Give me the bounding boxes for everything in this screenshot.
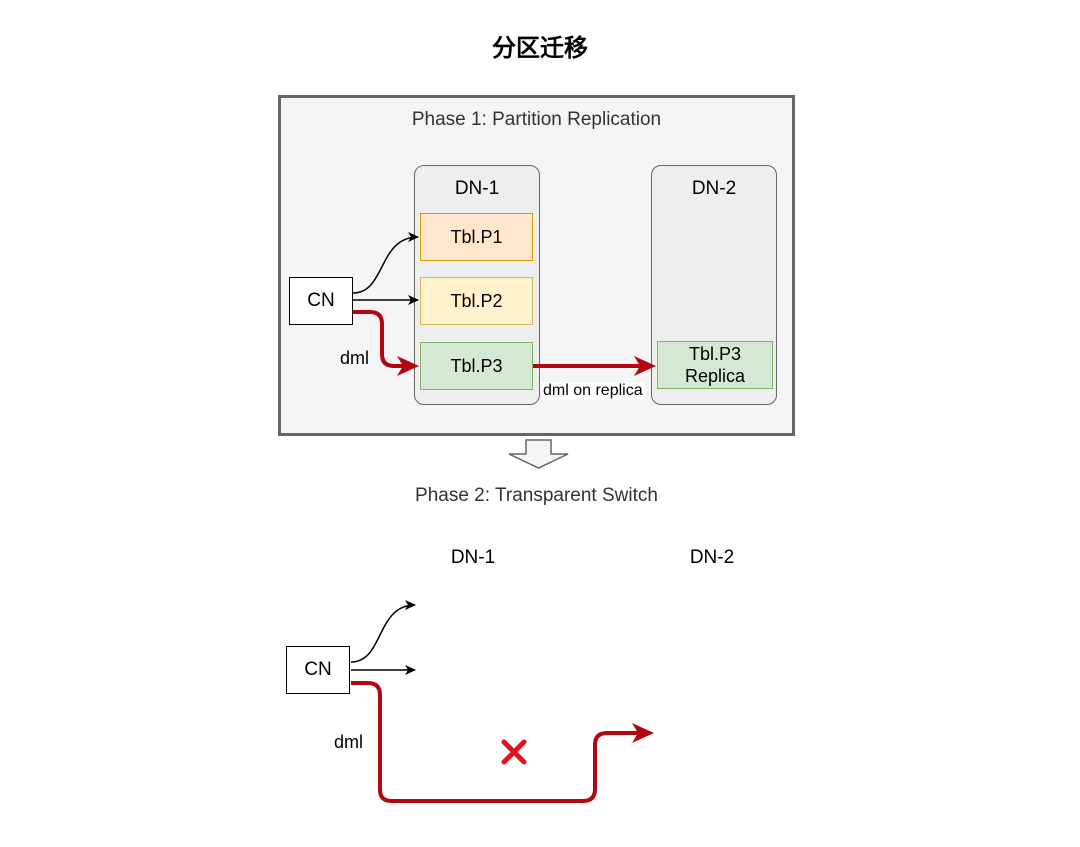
phase2-cn-to-p1-arrow (350, 600, 416, 663)
phase2-dn1-label: DN-1 (450, 547, 496, 568)
phase2-label: Phase 2: Transparent Switch (415, 485, 658, 506)
phase1-dn1-label: DN-1 (454, 178, 500, 199)
phase1-label: Phase 1: Partition Replication (411, 109, 662, 130)
phase1-replica-partition: Tbl.P3 Replica (657, 341, 773, 389)
phase2-cn-node: CN (286, 646, 350, 694)
phase1-dml-label: dml (340, 348, 370, 368)
phase1-dml-arrow (353, 310, 408, 368)
replica-line1: Tbl.P3 (688, 344, 742, 364)
phase2-dml-arrow (351, 681, 642, 803)
phase1-partition-p2: Tbl.P2 (420, 277, 533, 325)
phase2-dn2-label: DN-2 (689, 547, 735, 568)
phase1-dn2-label: DN-2 (691, 178, 737, 199)
down-arrow-icon (508, 439, 569, 469)
phase1-replica-arrowhead (634, 356, 656, 376)
diagram-title: 分区迁移 (492, 34, 588, 62)
phase1-partition-p1: Tbl.P1 (420, 213, 533, 261)
phase1-partition-p3: Tbl.P3 (420, 342, 533, 390)
remove-x-icon (501, 739, 527, 765)
phase2-dml-label: dml (334, 732, 364, 752)
phase2-dml-arrowhead (632, 723, 654, 743)
replica-line2: Replica (684, 366, 746, 386)
phase1-replica-label: dml on replica (541, 382, 645, 400)
phase1-dml-arrowhead (397, 356, 419, 376)
phase1-cn-to-p1-arrow (352, 232, 419, 294)
phase1-cn-node: CN (289, 277, 353, 325)
